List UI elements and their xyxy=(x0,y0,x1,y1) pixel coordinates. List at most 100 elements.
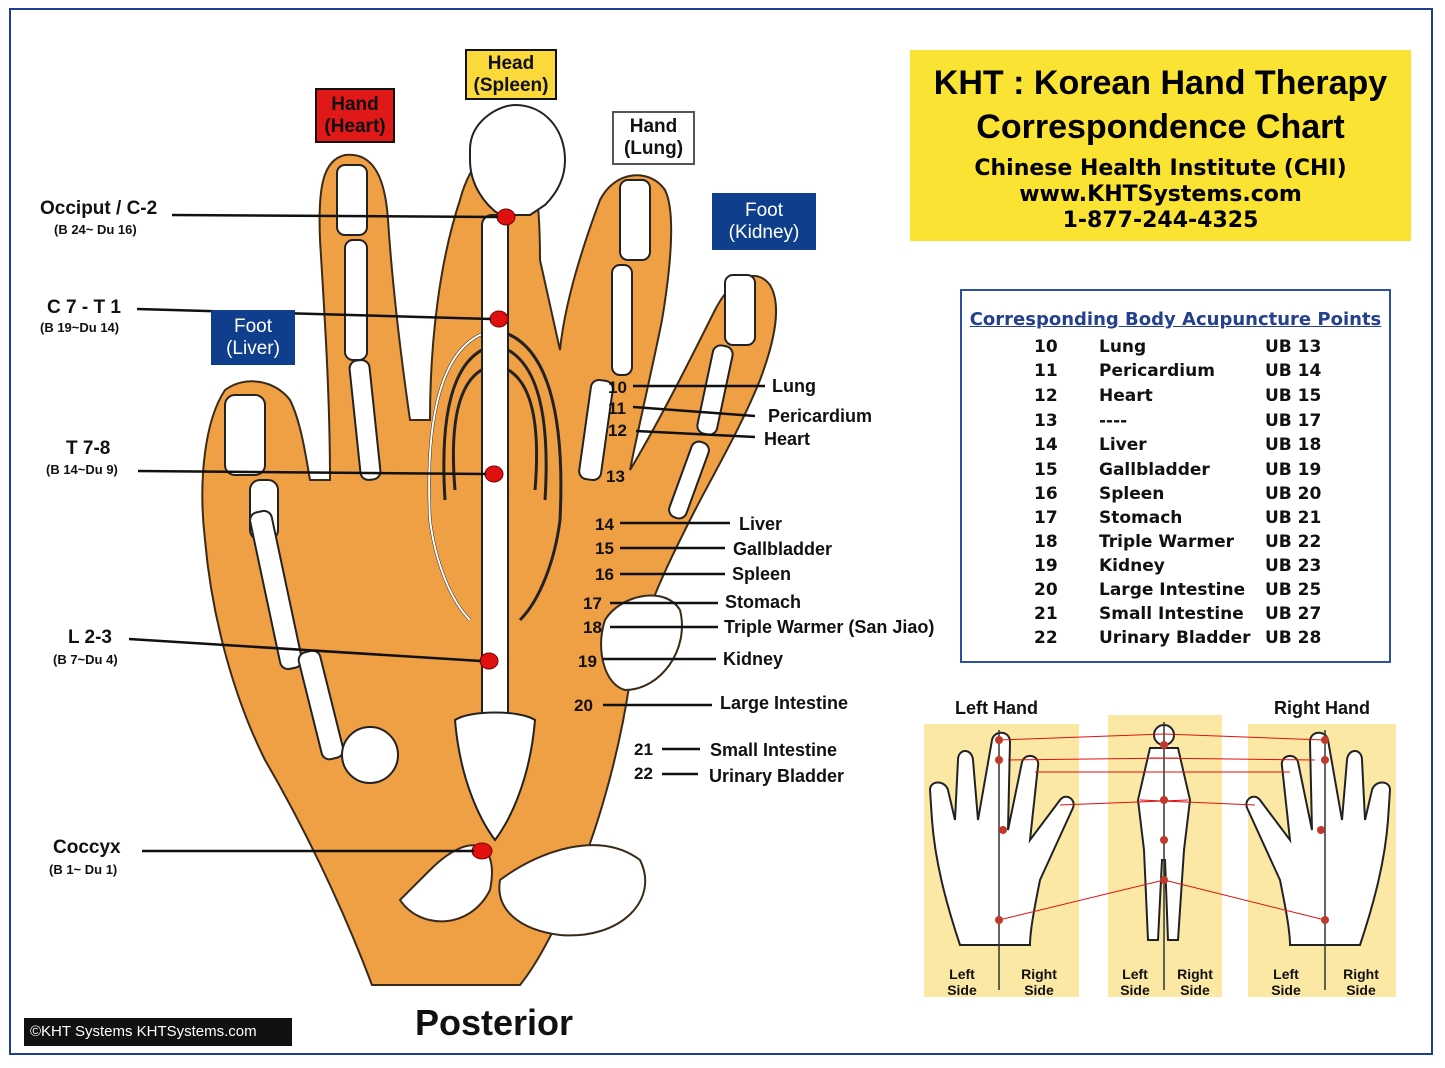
num-20: 20 xyxy=(574,696,593,715)
table-row: 20 Large Intestine UB 25 xyxy=(962,580,1389,604)
cell-organ: ---- xyxy=(1099,411,1128,431)
finger-bones xyxy=(224,164,756,784)
num-15: 15 xyxy=(595,539,614,558)
num-18: 18 xyxy=(583,618,602,637)
cell-point: UB 25 xyxy=(1265,580,1322,600)
cell-organ: Liver xyxy=(1099,435,1147,455)
cell-num: 19 xyxy=(1034,556,1058,576)
correspondence-lines xyxy=(998,733,1326,921)
foot-liver-box: Foot (Liver) xyxy=(211,310,295,365)
table-row: 22 Urinary Bladder UB 28 xyxy=(962,628,1389,652)
hand-lung-box: Hand (Lung) xyxy=(612,111,695,165)
cell-point: UB 20 xyxy=(1265,484,1322,504)
foot-kidney-box: Foot (Kidney) xyxy=(712,193,816,250)
copyright-footer: ©KHT Systems KHTSystems.com xyxy=(24,1018,292,1046)
cell-point: UB 28 xyxy=(1265,628,1322,648)
hand-heart-line2: (Heart) xyxy=(324,115,386,137)
right-hand-label: Right Hand xyxy=(1274,698,1370,718)
num-21: 21 xyxy=(634,740,653,759)
side-label-line1: Left xyxy=(1273,966,1299,982)
cell-num: 10 xyxy=(1034,337,1058,357)
cell-organ: Kidney xyxy=(1099,556,1165,576)
cell-organ: Urinary Bladder xyxy=(1099,628,1251,648)
palm-openings xyxy=(398,594,683,937)
cell-point: UB 17 xyxy=(1265,411,1322,431)
left-hand-outline xyxy=(928,731,1075,946)
label-l2: L 2-3 xyxy=(68,627,113,648)
num-13: 13 xyxy=(606,467,625,486)
side-label-line2: Side xyxy=(1024,982,1054,998)
cell-num: 12 xyxy=(1034,386,1058,406)
label-occiput-sub: (B 24~ Du 16) xyxy=(54,222,137,237)
side-label-line1: Right xyxy=(1177,966,1213,982)
cell-num: 21 xyxy=(1034,604,1058,624)
head-box-line2: (Spleen) xyxy=(473,74,549,96)
organ-heart: Heart xyxy=(764,429,811,449)
organ-lung: Lung xyxy=(772,376,816,396)
hand-points xyxy=(995,736,1329,924)
foot-liver-line1: Foot xyxy=(233,315,273,337)
foot-kidney-line2: (Kidney) xyxy=(728,221,800,243)
center-lines xyxy=(998,722,1326,990)
label-c7-sub: (B 19~Du 14) xyxy=(40,320,120,335)
cell-num: 20 xyxy=(1034,580,1058,600)
num-10: 10 xyxy=(608,378,627,397)
num-22: 22 xyxy=(634,764,653,783)
label-l2-sub: (B 7~Du 4) xyxy=(53,652,118,667)
side-label-line1: Left xyxy=(949,966,975,982)
organ-stomach: Stomach xyxy=(725,592,802,612)
title-line1: KHT : Korean Hand Therapy xyxy=(933,64,1388,102)
cell-organ: Lung xyxy=(1099,337,1147,357)
cell-num: 17 xyxy=(1034,508,1058,528)
title-line2: Correspondence Chart xyxy=(976,108,1345,146)
cell-point: UB 14 xyxy=(1265,361,1322,381)
num-12: 12 xyxy=(608,421,627,440)
num-17: 17 xyxy=(583,594,602,613)
cell-num: 22 xyxy=(1034,628,1058,648)
head-box-line1: Head xyxy=(487,52,535,74)
hand-heart-box: Hand (Heart) xyxy=(315,88,395,143)
title-box: KHT : Korean Hand Therapy Correspondence… xyxy=(910,50,1411,241)
organ-gallbladder: Gallbladder xyxy=(733,539,833,559)
hand-lung-line1: Hand xyxy=(629,116,678,137)
num-16: 16 xyxy=(595,565,614,584)
cell-organ: Stomach xyxy=(1099,508,1183,528)
side-label-line2: Side xyxy=(1180,982,1210,998)
table-row: 14 Liver UB 18 xyxy=(962,435,1389,459)
hand-lung-line2: (Lung) xyxy=(623,138,684,159)
cell-organ: Gallbladder xyxy=(1099,460,1210,480)
rib-strokes xyxy=(428,329,496,621)
spine-leader-lines xyxy=(128,213,499,853)
hand-heart-line1: Hand xyxy=(331,93,379,115)
phone-text: 1-877-244-4325 xyxy=(1062,208,1259,233)
cell-organ: Large Intestine xyxy=(1099,580,1246,600)
spine-points xyxy=(471,208,516,860)
organ-spleen: Spleen xyxy=(732,564,792,584)
cell-point: UB 18 xyxy=(1265,435,1322,455)
left-hand-label: Left Hand xyxy=(955,698,1038,718)
table-row: 12 Heart UB 15 xyxy=(962,386,1389,410)
cell-organ: Heart xyxy=(1099,386,1153,406)
cell-point: UB 21 xyxy=(1265,508,1322,528)
institute-name: Chinese Health Institute (CHI) xyxy=(974,156,1347,181)
table-row: 13----UB 17 xyxy=(962,411,1389,435)
cell-num: 14 xyxy=(1034,435,1058,455)
cell-organ: Small Intestine xyxy=(1099,604,1244,624)
right-hand-outline xyxy=(1245,731,1392,946)
organ-pericardium: Pericardium xyxy=(768,406,873,426)
table-heading: Corresponding Body Acupuncture Points xyxy=(969,309,1382,330)
cell-point: UB 13 xyxy=(1265,337,1322,357)
foot-liver-line2: (Liver) xyxy=(226,337,280,359)
table-row: 17 Stomach UB 21 xyxy=(962,508,1389,532)
label-t7-sub: (B 14~Du 9) xyxy=(46,462,118,477)
cell-organ: Spleen xyxy=(1099,484,1165,504)
organ-urinary-bladder: Urinary Bladder xyxy=(709,766,845,786)
cell-point: UB 15 xyxy=(1265,386,1322,406)
